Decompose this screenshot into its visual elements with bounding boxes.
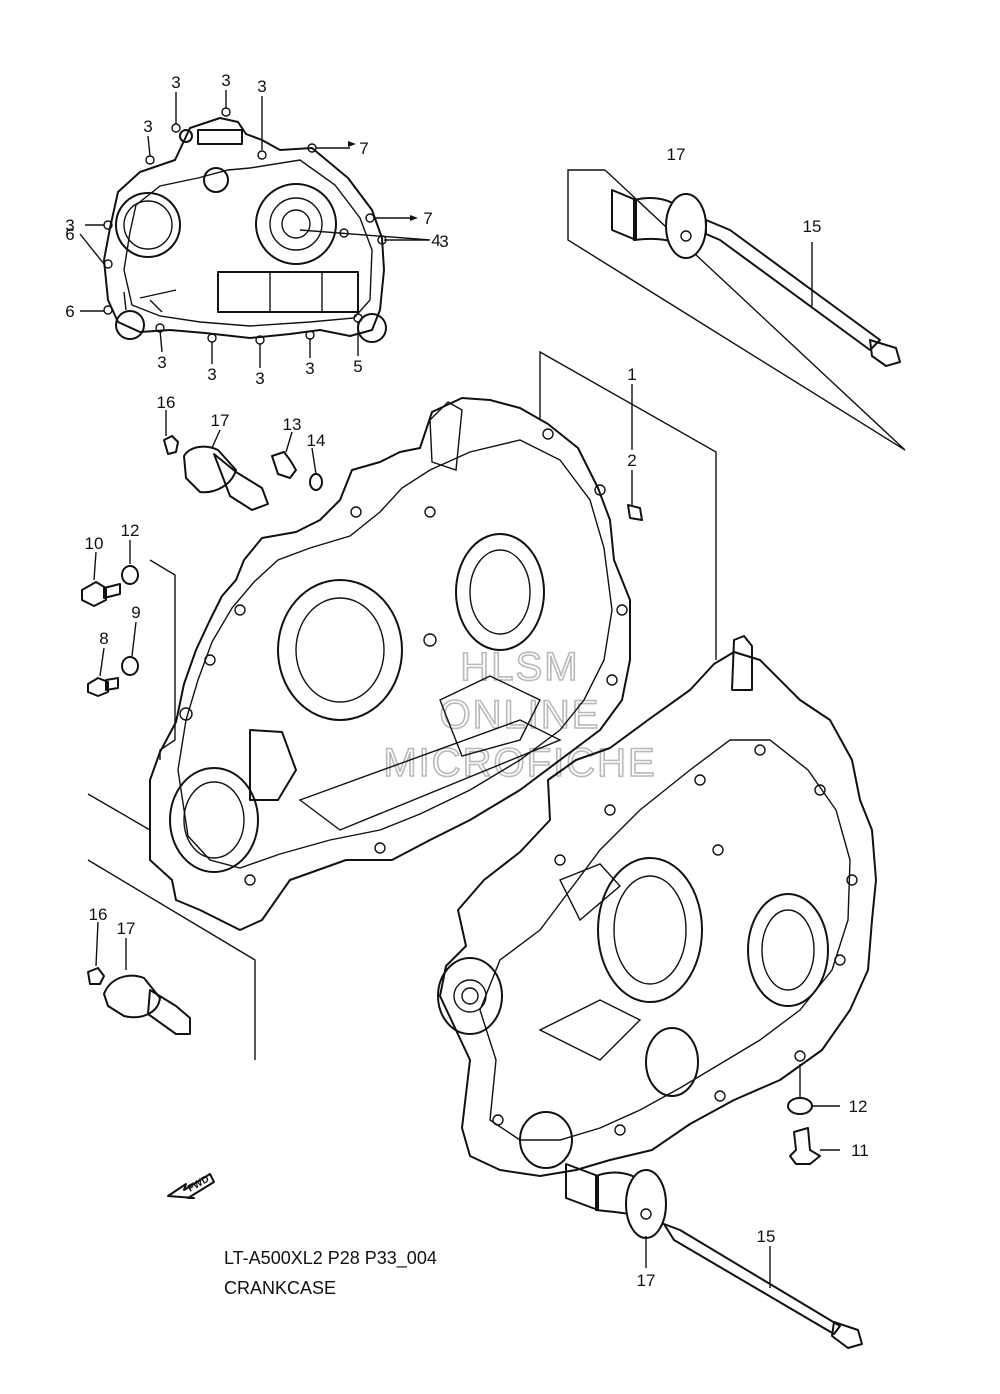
- watermark-line-3: MICROFICHE: [383, 741, 656, 785]
- callout-inset-5: 5: [353, 357, 362, 376]
- top-plug-and-bolt: [567, 169, 906, 451]
- callout-16-lower: 16: [89, 905, 108, 924]
- callout-12-left: 12: [121, 521, 140, 540]
- left-bolts-and-washers: [81, 540, 139, 697]
- callout-2: 2: [627, 451, 636, 470]
- inset-callouts: 3 3 3 3 7 3 7 3 6 4 6 3 3 3 3 5: [65, 71, 448, 388]
- diagram-code: LT-A500XL2 P28 P33_004: [224, 1248, 437, 1269]
- callout-9: 9: [131, 603, 140, 622]
- callout-inset-7a: 7: [359, 139, 368, 158]
- callout-inset-3f: 3: [439, 232, 448, 251]
- callout-inset-3g: 3: [157, 353, 166, 372]
- forward-arrow-icon: FWD: [167, 1173, 215, 1199]
- callout-inset-3b: 3: [221, 71, 230, 90]
- callout-inset-6a: 6: [65, 225, 74, 244]
- callout-inset-7b: 7: [423, 209, 432, 228]
- callout-inset-3d: 3: [143, 117, 152, 136]
- callout-12-right: 12: [849, 1097, 868, 1116]
- left-bolt-callouts: 10 12 8 9: [85, 521, 141, 648]
- callout-17-top: 17: [667, 145, 686, 164]
- bottom-plug-and-bolt: [565, 1163, 863, 1349]
- callout-inset-6b: 6: [65, 302, 74, 321]
- callout-16-upper: 16: [157, 393, 176, 412]
- dowel-bracket: [539, 350, 717, 660]
- top-right-callouts: 17 15: [667, 145, 822, 236]
- lower-left-callouts: 16 17: [89, 905, 136, 938]
- inset-crankcase-face: [79, 90, 431, 368]
- callout-inset-3e: 3: [65, 216, 74, 235]
- callout-inset-3a: 3: [171, 73, 180, 92]
- watermark-line-2: ONLINE: [440, 693, 601, 737]
- left-crankcase-half: [149, 397, 631, 931]
- watermark: HLSM ONLINE MICROFICHE: [383, 644, 656, 786]
- callout-inset-4: 4: [431, 231, 440, 250]
- callout-inset-3j: 3: [305, 359, 314, 378]
- mid-brackets: [87, 559, 256, 1060]
- right-washer-and-bolt: [787, 1064, 840, 1165]
- upper-left-bearing: [163, 410, 269, 511]
- bottom-callouts: 15 17: [637, 1227, 776, 1290]
- right-bolt-callouts: 12 11: [849, 1097, 869, 1160]
- callout-17-lower: 17: [117, 919, 136, 938]
- callout-17-bottom: 17: [637, 1271, 656, 1290]
- fitting-and-washer: [271, 431, 323, 491]
- callout-13: 13: [283, 415, 302, 434]
- callout-11: 11: [851, 1141, 869, 1160]
- callout-10: 10: [85, 534, 104, 553]
- callout-inset-3h: 3: [207, 365, 216, 384]
- callout-15-top: 15: [803, 217, 822, 236]
- watermark-line-1: HLSM: [460, 645, 579, 689]
- lower-left-bearing: [87, 921, 191, 1035]
- callout-8: 8: [99, 629, 108, 648]
- callout-14: 14: [307, 431, 326, 450]
- callout-inset-3i: 3: [255, 369, 264, 388]
- right-crankcase-half: [437, 635, 877, 1177]
- callout-inset-3c: 3: [257, 77, 266, 96]
- diagram-caption: LT-A500XL2 P28 P33_004 CRANKCASE: [224, 1248, 437, 1298]
- callout-1: 1: [627, 365, 636, 384]
- fitting-callouts: 13 14: [283, 415, 326, 450]
- callout-17-upper: 17: [211, 411, 230, 430]
- dowel-callouts: 1 2: [627, 365, 636, 470]
- diagram-title: CRANKCASE: [224, 1278, 336, 1298]
- callout-15-bottom: 15: [757, 1227, 776, 1246]
- upper-left-callouts: 16 17: [157, 393, 230, 430]
